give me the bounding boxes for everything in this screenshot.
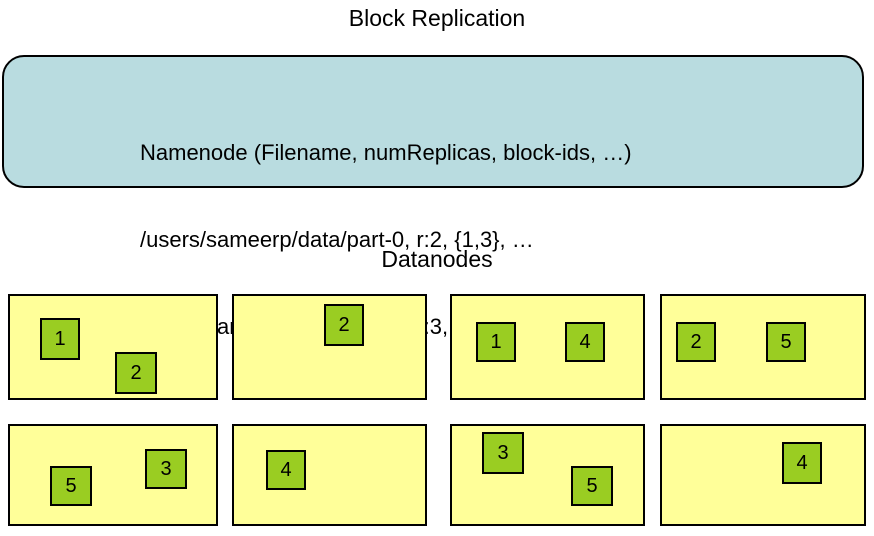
block-2: 2 xyxy=(324,304,364,346)
block-2: 2 xyxy=(115,352,157,394)
namenode-panel: Namenode (Filename, numReplicas, block-i… xyxy=(2,55,864,339)
block-5: 5 xyxy=(50,466,92,506)
datanodes-label: Datanodes xyxy=(381,246,493,272)
block-4: 4 xyxy=(565,322,605,362)
block-4: 4 xyxy=(266,450,306,490)
block-3: 3 xyxy=(482,432,524,474)
namenode-line-part-0: /users/sameerp/data/part-0, r:2, {1,3}, … xyxy=(140,227,534,252)
datanode-6: 4 xyxy=(232,424,427,526)
datanode-2: 2 xyxy=(232,294,427,400)
block-4: 4 xyxy=(782,442,822,484)
namenode-line-header: Namenode (Filename, numReplicas, block-i… xyxy=(140,140,632,165)
block-2: 2 xyxy=(676,322,716,362)
block-5: 5 xyxy=(571,466,613,506)
block-3: 3 xyxy=(145,449,187,489)
block-1: 1 xyxy=(40,318,80,360)
block-5: 5 xyxy=(766,322,806,362)
datanode-8: 4 xyxy=(660,424,866,526)
block-1: 1 xyxy=(476,322,516,362)
page-title: Block Replication xyxy=(348,5,526,31)
